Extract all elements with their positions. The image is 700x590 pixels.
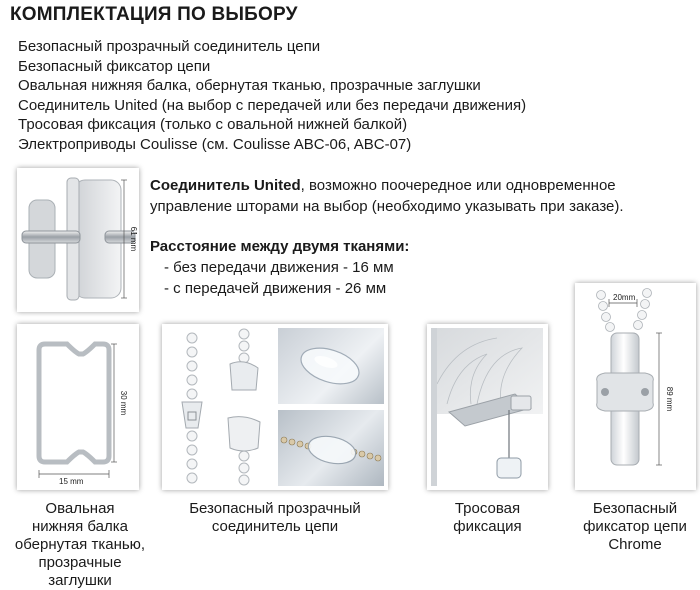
cable-panel bbox=[427, 324, 548, 490]
chain-connector-caption: Безопасный прозрачный соединитель цепи bbox=[162, 500, 388, 536]
bottom-bar-caption: Овальная нижняя балка обернутая тканью, … bbox=[10, 500, 150, 590]
distance-title: Расстояние между двумя тканями: bbox=[150, 238, 410, 255]
lock-height-label: 89 mm bbox=[665, 387, 674, 412]
chain-lock-panel: 20mm 89 mm bbox=[575, 283, 696, 490]
united-dimension-label: 61 mm bbox=[129, 227, 138, 252]
united-connector-image: 61 mm bbox=[21, 177, 138, 301]
option-item: Безопасный фиксатор цепи bbox=[18, 57, 211, 75]
crystal-clip-chain-image bbox=[280, 435, 382, 465]
chain-connector-image bbox=[181, 328, 261, 486]
caption-line: обернутая тканью, bbox=[14, 536, 146, 553]
united-connector-panel: 61 mm bbox=[17, 168, 139, 312]
cable-fixation-image bbox=[431, 328, 543, 486]
distance-row: - с передачей движения - 26 мм bbox=[164, 280, 387, 297]
caption-line: прозрачные bbox=[38, 554, 122, 571]
caption-line: Безопасный прозрачный bbox=[189, 500, 361, 517]
crystal-clip-photo-2 bbox=[278, 410, 384, 486]
distance-block: Расстояние между двумя тканями: - без пе… bbox=[150, 236, 409, 299]
caption-line: Безопасный bbox=[592, 500, 678, 517]
option-item: Соединитель United (на выбор с передачей… bbox=[18, 96, 527, 114]
chain-lock-caption: Безопасный фиксатор цепи Chrome bbox=[570, 500, 700, 554]
options-list: Безопасный прозрачный соединитель цепи Б… bbox=[18, 37, 526, 155]
caption-line: соединитель цепи bbox=[211, 518, 339, 535]
caption-line: Овальная bbox=[45, 500, 115, 517]
united-description: Соединитель United, возможно поочередное… bbox=[150, 175, 698, 217]
bottom-bar-panel: 30 mm 15 mm bbox=[17, 324, 139, 490]
bar-width-label: 15 mm bbox=[59, 477, 84, 486]
united-description-text: , возможно поочередное или одновременное… bbox=[150, 177, 624, 215]
distance-row: - без передачи движения - 16 мм bbox=[164, 259, 394, 276]
chain-lock-image: 20mm 89 mm bbox=[596, 288, 674, 466]
page-title: КОМПЛЕКТАЦИЯ ПО ВЫБОРУ bbox=[10, 4, 298, 25]
chain-connector-panel bbox=[162, 324, 388, 490]
caption-line: заглушки bbox=[48, 572, 112, 589]
option-item: Безопасный прозрачный соединитель цепи bbox=[18, 38, 321, 55]
caption-line: фиксация bbox=[453, 518, 522, 535]
united-name: Соединитель United bbox=[150, 177, 301, 194]
caption-line: Тросовая bbox=[454, 500, 521, 517]
crystal-clip-photo-1 bbox=[278, 328, 384, 404]
cable-caption: Тросовая фиксация bbox=[427, 500, 548, 536]
option-item: Электроприводы Coulisse (см. Coulisse AB… bbox=[18, 135, 412, 153]
caption-line: Chrome bbox=[608, 536, 662, 553]
option-item: Овальная нижняя балка, обернутая тканью,… bbox=[18, 77, 481, 95]
lock-width-label: 20mm bbox=[613, 293, 636, 302]
oval-bar-profile-image: 30 mm 15 mm bbox=[36, 341, 128, 486]
bar-height-label: 30 mm bbox=[119, 391, 128, 416]
crystal-clip-image bbox=[300, 347, 360, 385]
caption-line: нижняя балка bbox=[32, 518, 128, 535]
option-item: Тросовая фиксация (только с овальной ниж… bbox=[18, 116, 408, 134]
caption-line: фиксатор цепи bbox=[583, 518, 687, 535]
